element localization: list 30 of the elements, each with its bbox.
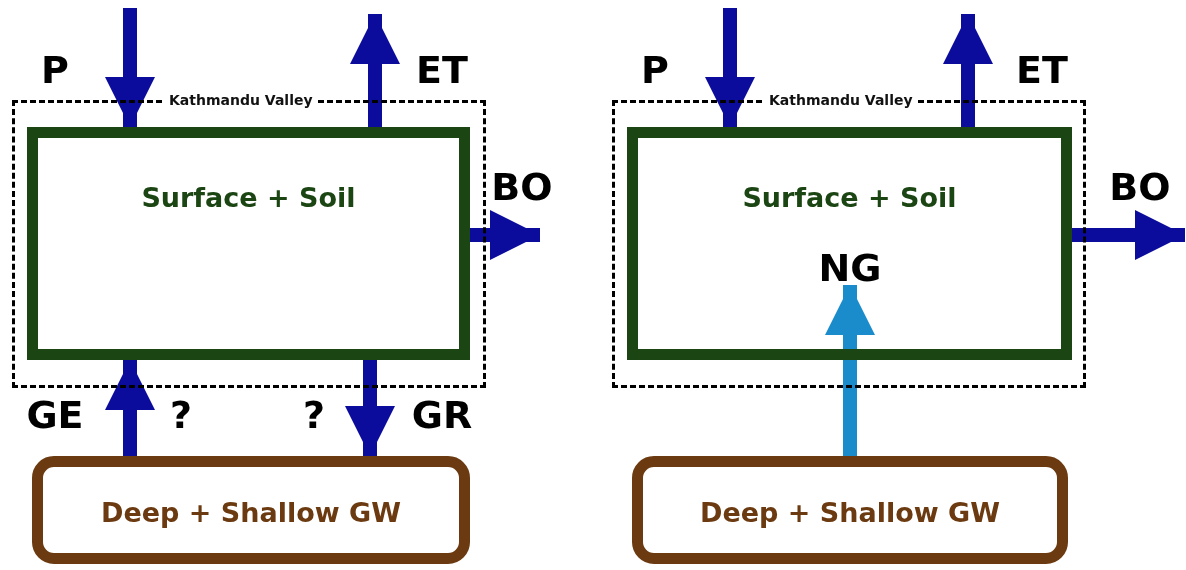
- flux-label: NG: [818, 249, 882, 287]
- flux-label: GE: [26, 396, 84, 434]
- arrow: [470, 210, 540, 260]
- flux-label: ET: [1016, 51, 1068, 89]
- flux-label: BO: [1109, 168, 1171, 206]
- arrow: [345, 360, 395, 456]
- region-label: Kathmandu Valley: [765, 92, 917, 108]
- box-label: Surface + Soil: [741, 182, 958, 213]
- question-mark-label: ?: [303, 396, 325, 434]
- box-label: Deep + Shallow GW: [100, 497, 402, 528]
- arrow: [825, 285, 875, 456]
- flux-label: ET: [416, 51, 468, 89]
- storage-box: [32, 456, 470, 564]
- process-box: [627, 127, 1072, 360]
- arrow: [943, 14, 993, 127]
- process-box: [27, 127, 470, 360]
- region-label: Kathmandu Valley: [165, 92, 317, 108]
- question-mark-label: ?: [170, 396, 192, 434]
- box-label: Deep + Shallow GW: [699, 497, 1001, 528]
- flux-label: P: [41, 51, 69, 89]
- flux-label: P: [641, 51, 669, 89]
- arrow: [705, 8, 755, 127]
- box-label: Surface + Soil: [140, 182, 357, 213]
- arrow: [350, 14, 400, 127]
- arrow: [105, 8, 155, 127]
- flux-label: BO: [491, 168, 553, 206]
- arrow: [105, 360, 155, 456]
- storage-box: [632, 456, 1068, 564]
- flux-label: GR: [411, 396, 473, 434]
- arrow: [1072, 210, 1185, 260]
